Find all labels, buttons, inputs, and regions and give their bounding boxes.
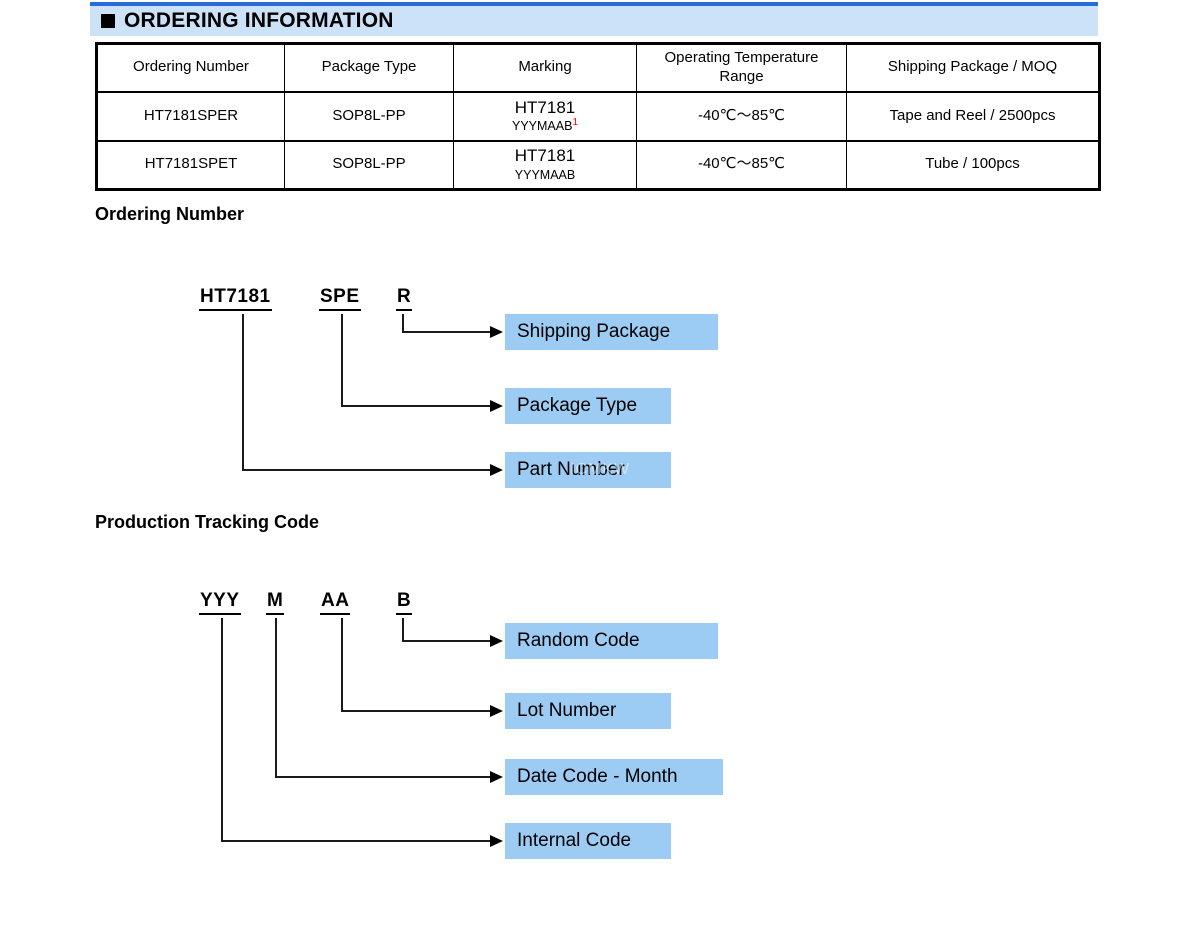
label-box-date-code-month: Date Code - Month [505,759,723,795]
marking-code: YYYMAAB [512,119,573,134]
label-box-random-code: Random Code [505,623,718,659]
code-part-internal-code: YYY [199,590,241,615]
cell-ordering-number: HT7181SPER [96,90,285,142]
cell-package-type: SOP8L-PP [284,90,454,142]
header-ordering-number: Ordering Number [96,42,285,93]
header-package-type: Package Type [284,42,454,93]
code-part-lot-number: AA [320,590,351,615]
table-row: HT7181SPET SOP8L-PP HT7181 YYYMAAB -40℃～… [96,139,1100,191]
connector-line [402,314,404,333]
connector-line [341,405,490,407]
cell-temp-range: -40℃～85℃ [636,90,847,142]
marking-line1: HT7181 [514,146,576,166]
label-text: Date Code - Month [517,766,678,787]
marking-line2: YYYMAAB [458,166,632,183]
connector-line [341,710,490,712]
cell-package-type: SOP8L-PP [284,139,454,191]
table-header-row: Ordering Number Package Type Marking Ope… [96,42,1100,93]
arrowhead-icon [490,771,503,783]
cell-shipping: Tube / 100pcs [846,139,1100,191]
connector-line [402,331,490,333]
label-text: Package Type [517,395,638,416]
code-part-package-type: SPE [319,286,361,311]
code-part-date-code: M [266,590,285,615]
connector-line [341,618,343,712]
connector-line [221,840,490,842]
cell-shipping: Tape and Reel / 2500pcs [846,90,1100,142]
label-text: Shipping Package [517,321,671,342]
section-title: ORDERING INFORMATION [124,9,394,32]
arrowhead-icon [490,705,503,717]
label-box-shipping-package: Shipping Package [505,314,718,350]
arrowhead-icon [490,835,503,847]
marking-line2: YYYMAAB1 [458,117,632,134]
cell-temp-range: -40℃～85℃ [636,139,847,191]
arrowhead-icon [490,400,503,412]
ordering-number-heading: Ordering Number [95,204,245,224]
label-text: Internal Code [517,830,632,851]
cell-marking: HT7181 YYYMAAB [453,139,637,191]
connector-line [221,618,223,842]
label-text: Random Code [517,630,640,651]
label-text: Part Number [517,459,625,480]
header-shipping-moq: Shipping Package / MOQ [846,42,1100,93]
label-box-lot-number: Lot Number [505,693,671,729]
header-temp-range: Operating Temperature Range [636,42,847,93]
table-row: HT7181SPER SOP8L-PP HT7181 YYYMAAB1 -40℃… [96,90,1100,142]
label-text: Lot Number [517,700,617,721]
connector-line [402,618,404,642]
header-marking: Marking [453,42,637,93]
square-bullet-icon [101,14,115,28]
ordering-info-table: Ordering Number Package Type Marking Ope… [95,42,1101,191]
marking-code: YYYMAAB [514,168,576,183]
connector-line [242,314,244,471]
marking-line1: HT7181 [514,97,576,117]
code-part-part-number: HT7181 [199,286,272,311]
cell-marking: HT7181 YYYMAAB1 [453,90,637,142]
watermark: ICMKW [570,461,631,478]
marking-footnote-superscript: 1 [572,117,578,129]
label-box-package-type: Package Type [505,388,671,424]
connector-line [275,618,277,778]
arrowhead-icon [490,635,503,647]
production-tracking-code-heading: Production Tracking Code [95,512,320,532]
arrowhead-icon [490,464,503,476]
section-header-bar: ORDERING INFORMATION [90,2,1098,36]
code-part-random-code: B [396,590,413,615]
code-part-shipping: R [396,286,413,311]
arrowhead-icon [490,326,503,338]
connector-line [242,469,490,471]
label-box-part-number: Part Number [505,452,671,488]
connector-line [341,314,343,407]
label-box-internal-code: Internal Code [505,823,671,859]
connector-line [402,640,490,642]
cell-ordering-number: HT7181SPET [96,139,285,191]
connector-line [275,776,490,778]
